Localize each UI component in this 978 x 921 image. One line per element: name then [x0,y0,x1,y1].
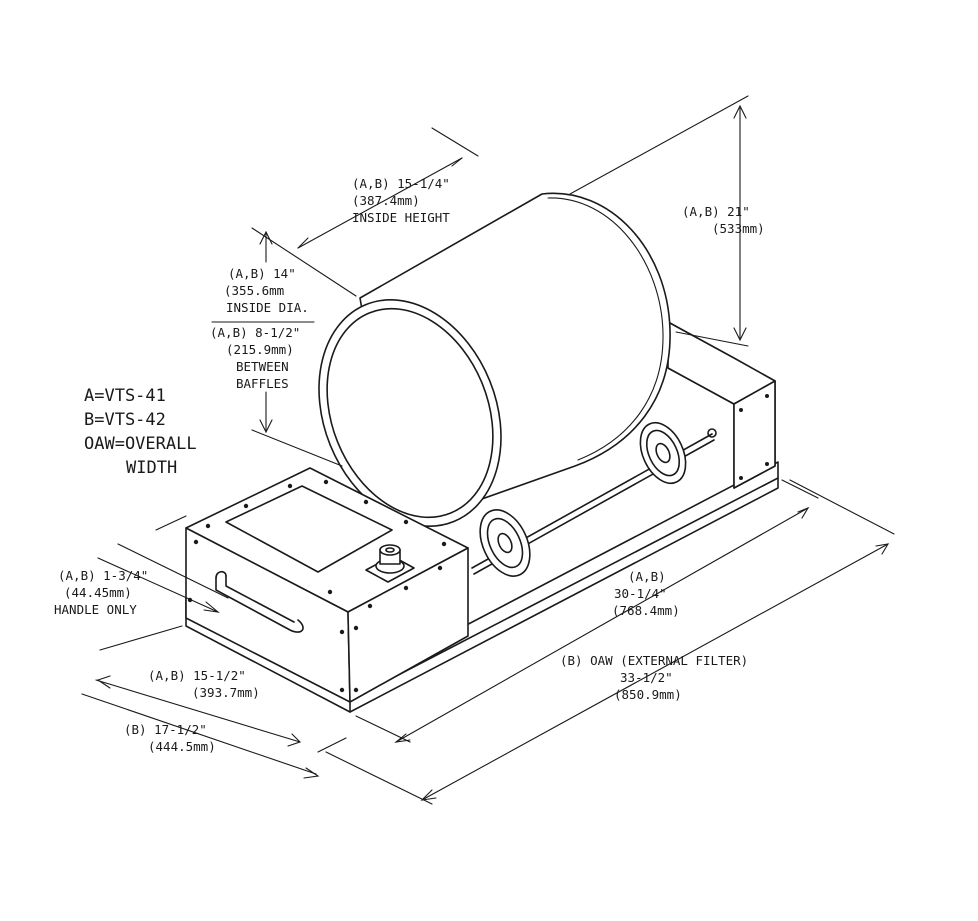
svg-text:(355.6mm: (355.6mm [224,283,284,298]
svg-text:(A,B) 14": (A,B) 14" [228,266,296,281]
svg-text:(B) 17-1/2": (B) 17-1/2" [124,722,207,737]
svg-text:INSIDE DIA.: INSIDE DIA. [226,300,309,315]
svg-text:(A,B) 8-1/2": (A,B) 8-1/2" [210,325,300,340]
svg-text:(393.7mm): (393.7mm) [192,685,260,700]
dim-depth-ab: (A,B) 15-1/2" (393.7mm) [148,668,260,700]
dim-depth-b: (B) 17-1/2" (444.5mm) [124,722,216,754]
svg-text:BETWEEN: BETWEEN [236,359,289,374]
svg-text:30-1/4": 30-1/4" [614,586,667,601]
svg-text:(A,B) 21": (A,B) 21" [682,204,750,219]
svg-text:(215.9mm): (215.9mm) [226,342,294,357]
svg-text:(533mm): (533mm) [712,221,765,236]
display-panel [225,485,393,573]
svg-text:(A,B) 15-1/2": (A,B) 15-1/2" [148,668,246,683]
legend-width: WIDTH [126,458,177,478]
legend-b: B=VTS-42 [84,410,166,430]
tumbler-drum [318,192,671,529]
svg-text:33-1/2": 33-1/2" [620,670,673,685]
roller-wheel-front [479,509,531,577]
svg-text:(444.5mm): (444.5mm) [148,739,216,754]
svg-text:HANDLE ONLY: HANDLE ONLY [54,602,137,617]
svg-text:(A,B) 1-3/4": (A,B) 1-3/4" [58,568,148,583]
svg-text:(44.45mm): (44.45mm) [64,585,132,600]
svg-text:(387.4mm): (387.4mm) [352,193,420,208]
svg-text:INSIDE HEIGHT: INSIDE HEIGHT [352,210,450,225]
shaft-end [707,428,717,438]
legend-a: A=VTS-41 [84,386,166,406]
dim-overall-height: (A,B) 21" (533mm) [682,204,765,236]
roller-wheel-rear [639,421,687,485]
dim-length-ab: (A,B) 30-1/4" (768.4mm) [612,569,680,618]
legend: A=VTS-41 B=VTS-42 OAW=OVERALL WIDTH [84,386,197,478]
drawer-handle [215,570,304,633]
dimension-lines [81,95,895,805]
svg-text:(850.9mm): (850.9mm) [614,687,682,702]
svg-text:(A,B) 15-1/4": (A,B) 15-1/4" [352,176,450,191]
svg-text:BAFFLES: BAFFLES [236,376,289,391]
dim-baffles: (A,B) 8-1/2" (215.9mm) BETWEEN BAFFLES [210,325,300,391]
dim-length-b: (B) OAW (EXTERNAL FILTER) 33-1/2" (850.9… [560,653,748,702]
dim-inside-height: (A,B) 15-1/4" (387.4mm) INSIDE HEIGHT [352,176,450,225]
dim-handle: (A,B) 1-3/4" (44.45mm) HANDLE ONLY [54,568,148,617]
svg-text:(768.4mm): (768.4mm) [612,603,680,618]
legend-oaw: OAW=OVERALL [84,434,197,454]
control-box [185,467,469,703]
dim-inside-dia: (A,B) 14" (355.6mm INSIDE DIA. [224,266,309,315]
svg-text:(A,B): (A,B) [628,569,666,584]
control-knob [365,544,415,583]
svg-text:(B) OAW (EXTERNAL FILTER): (B) OAW (EXTERNAL FILTER) [560,653,748,668]
right-support-housing [667,321,776,489]
